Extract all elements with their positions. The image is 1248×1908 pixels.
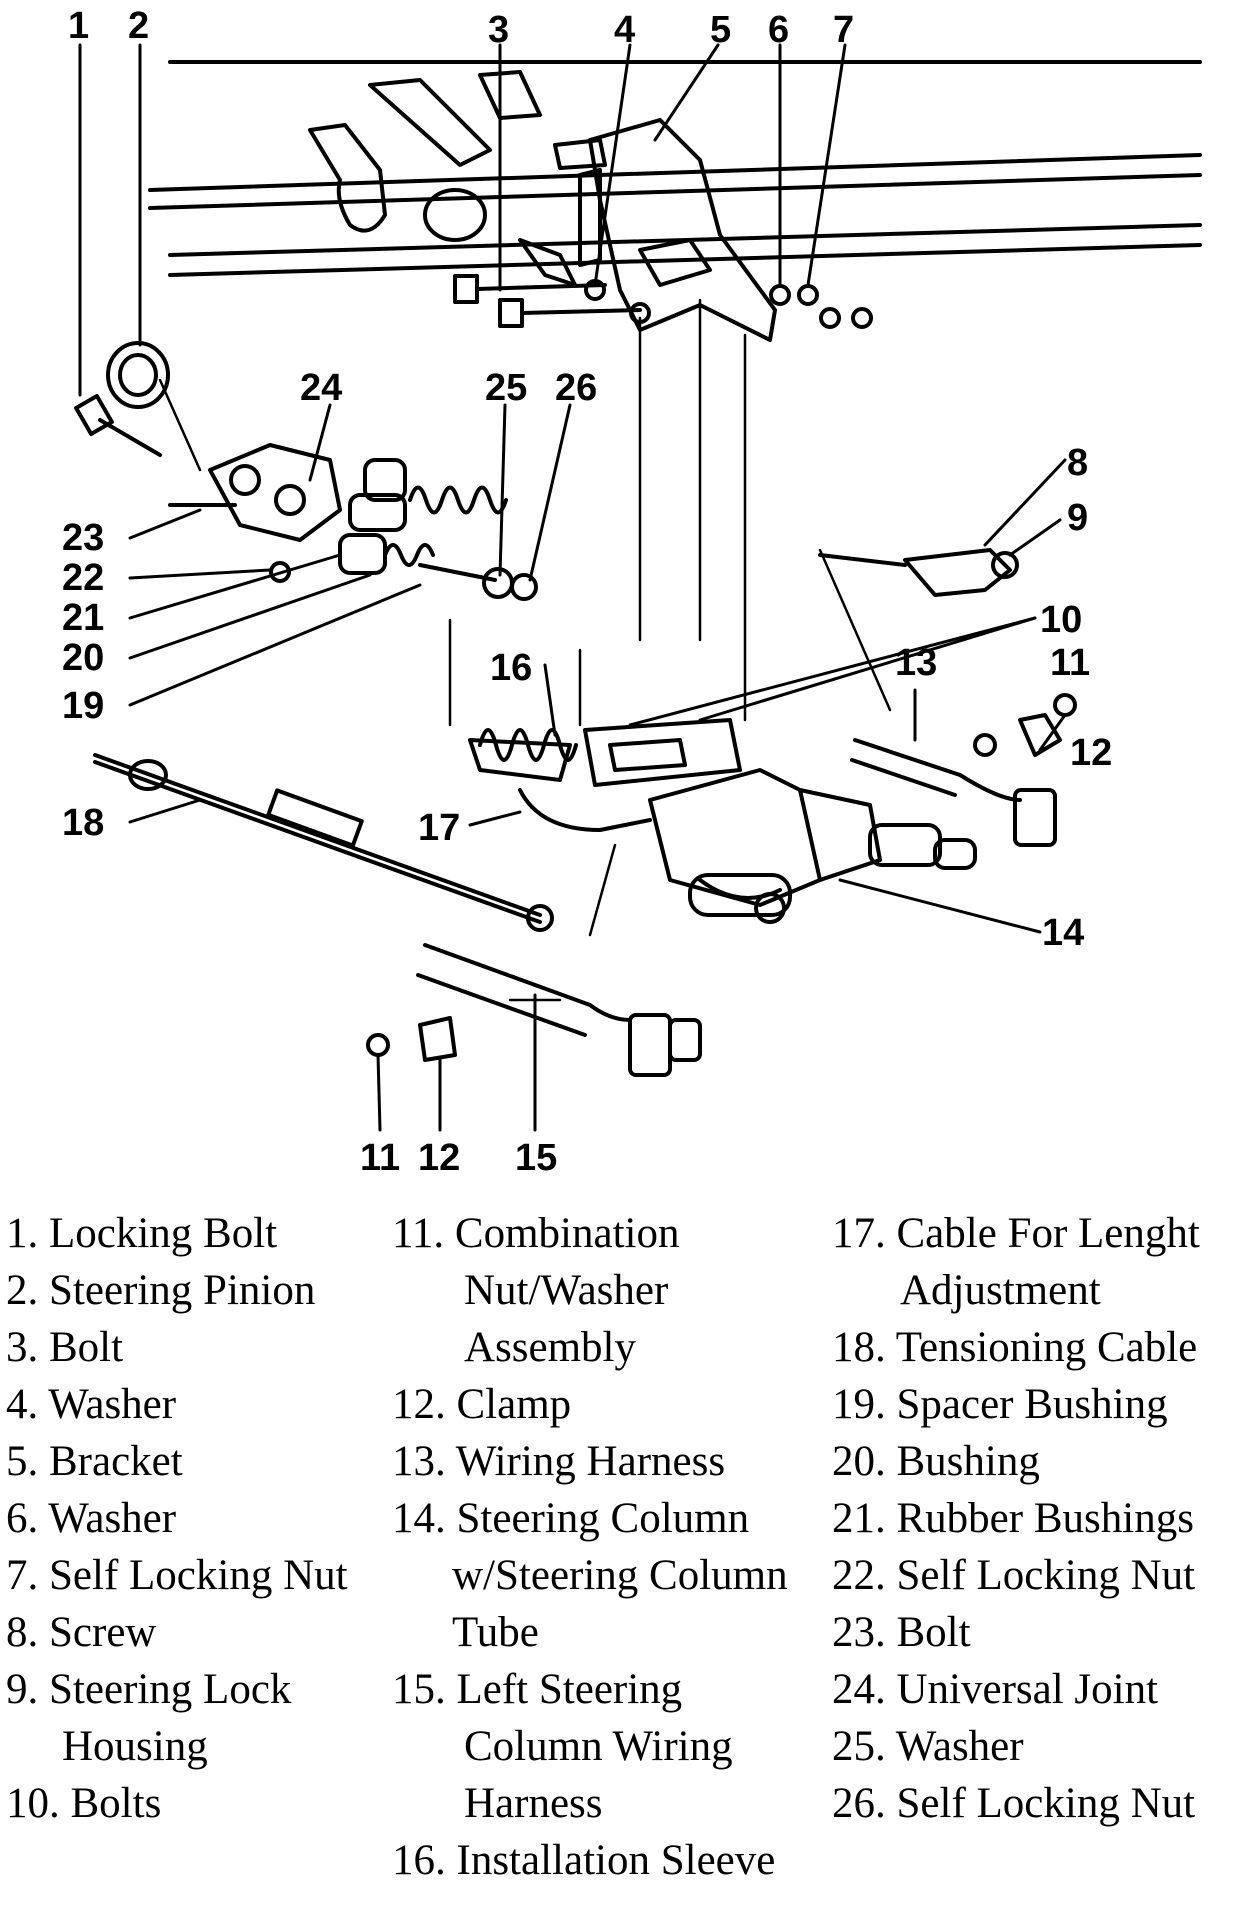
- left-wiring-harness: [366, 943, 702, 1077]
- callout-21: 21: [62, 597, 104, 639]
- legend-item-11-cont-1: Nut/Washer: [464, 1267, 669, 1314]
- callout-11-lower: 11: [360, 1137, 400, 1179]
- legend-item-22: 22. Self Locking Nut: [832, 1552, 1196, 1599]
- callout-12-upper: 12: [1070, 732, 1112, 774]
- legend-item-1: 1. Locking Bolt: [6, 1210, 278, 1257]
- legend-item-10: 10. Bolts: [6, 1780, 162, 1827]
- legend-item-8: 8. Screw: [6, 1609, 157, 1656]
- exploded-diagram: 1 2 3 4 5 6 7 24 25 26 8 9 10 13 11 12 1…: [62, 5, 1202, 1179]
- legend-item-6: 6. Washer: [6, 1495, 177, 1542]
- legend-item-11-cont-2: Assembly: [464, 1324, 636, 1371]
- guide-lines: [158, 298, 892, 1002]
- callout-26: 26: [555, 367, 597, 409]
- callout-4: 4: [614, 9, 635, 51]
- legend-item-9: 9. Steering Lock: [6, 1666, 292, 1713]
- callout-3: 3: [488, 9, 509, 51]
- legend-item-9-cont: Housing: [62, 1723, 208, 1770]
- legend-item-17-cont: Adjustment: [900, 1267, 1101, 1314]
- legend-item-25: 25. Washer: [832, 1723, 1024, 1770]
- legend-item-2: 2. Steering Pinion: [6, 1267, 316, 1314]
- locking-bolt: [74, 394, 162, 457]
- callout-13: 13: [895, 642, 937, 684]
- tensioning-cable: [93, 753, 554, 932]
- legend-item-12: 12. Clamp: [392, 1381, 572, 1428]
- callout-10: 10: [1040, 599, 1082, 641]
- steering-column: [468, 718, 977, 924]
- legend-item-20: 20. Bushing: [832, 1438, 1040, 1485]
- legend-item-23: 23. Bolt: [832, 1609, 971, 1656]
- callout-12-lower: 12: [418, 1137, 460, 1179]
- steering-lock-housing: [818, 548, 1019, 597]
- legend-column-1: 1. Locking Bolt 2. Steering Pinion 3. Bo…: [6, 1205, 348, 1832]
- legend-item-16: 16. Installation Sleeve: [392, 1837, 776, 1884]
- legend-item-14-cont-2: Tube: [452, 1609, 539, 1656]
- legend-item-17: 17. Cable For Lenght: [832, 1210, 1200, 1257]
- legend-item-5: 5. Bracket: [6, 1438, 183, 1485]
- body-panel: [148, 60, 1202, 277]
- legend-item-26: 26. Self Locking Nut: [832, 1780, 1196, 1827]
- callout-19: 19: [62, 685, 104, 727]
- callout-1: 1: [68, 5, 89, 47]
- wiring-harness: [850, 693, 1077, 847]
- callout-23: 23: [62, 517, 104, 559]
- legend-item-21: 21. Rubber Bushings: [832, 1495, 1194, 1542]
- legend-item-7: 7. Self Locking Nut: [6, 1552, 348, 1599]
- bushings: [338, 458, 538, 601]
- legend-item-15: 15. Left Steering: [392, 1666, 683, 1713]
- callout-6: 6: [768, 9, 789, 51]
- legend-item-15-cont-1: Column Wiring: [464, 1723, 733, 1770]
- legend-item-24: 24. Universal Joint: [832, 1666, 1159, 1713]
- callout-24: 24: [300, 367, 342, 409]
- leader-lines: [78, 43, 1067, 1132]
- diagram-svg: 1 2 3 4 5 6 7 24 25 26 8 9 10 13 11 12 1…: [62, 5, 1202, 1179]
- callout-8: 8: [1067, 442, 1088, 484]
- legend-item-19: 19. Spacer Bushing: [832, 1381, 1168, 1428]
- legend-item-15-cont-2: Harness: [464, 1780, 603, 1827]
- legend-item-14: 14. Steering Column: [392, 1495, 750, 1542]
- legend-column-2: 11. Combination Nut/Washer Assembly 12. …: [392, 1205, 788, 1889]
- universal-joint: [168, 443, 342, 583]
- callout-22: 22: [62, 557, 104, 599]
- callout-18: 18: [62, 802, 104, 844]
- callout-16: 16: [490, 647, 532, 689]
- callout-25: 25: [485, 367, 527, 409]
- callout-9: 9: [1067, 497, 1088, 539]
- callout-2: 2: [128, 5, 149, 47]
- legend-column-3: 17. Cable For Lenght Adjustment 18. Tens…: [832, 1205, 1200, 1832]
- callout-7: 7: [833, 9, 854, 51]
- legend-item-11: 11. Combination: [392, 1210, 680, 1257]
- bolts: [453, 274, 873, 329]
- legend-item-4: 4. Washer: [6, 1381, 177, 1428]
- callout-20: 20: [62, 637, 104, 679]
- steering-pinion: [106, 341, 170, 409]
- callout-14: 14: [1042, 912, 1084, 954]
- callout-11-upper: 11: [1050, 642, 1090, 684]
- legend-item-14-cont-1: w/Steering Column: [452, 1552, 788, 1599]
- legend-item-3: 3. Bolt: [6, 1324, 124, 1371]
- legend-item-18: 18. Tensioning Cable: [832, 1324, 1198, 1371]
- callout-5: 5: [710, 9, 731, 51]
- callout-17: 17: [418, 807, 460, 849]
- callout-15: 15: [515, 1137, 557, 1179]
- legend-item-13: 13. Wiring Harness: [392, 1438, 726, 1485]
